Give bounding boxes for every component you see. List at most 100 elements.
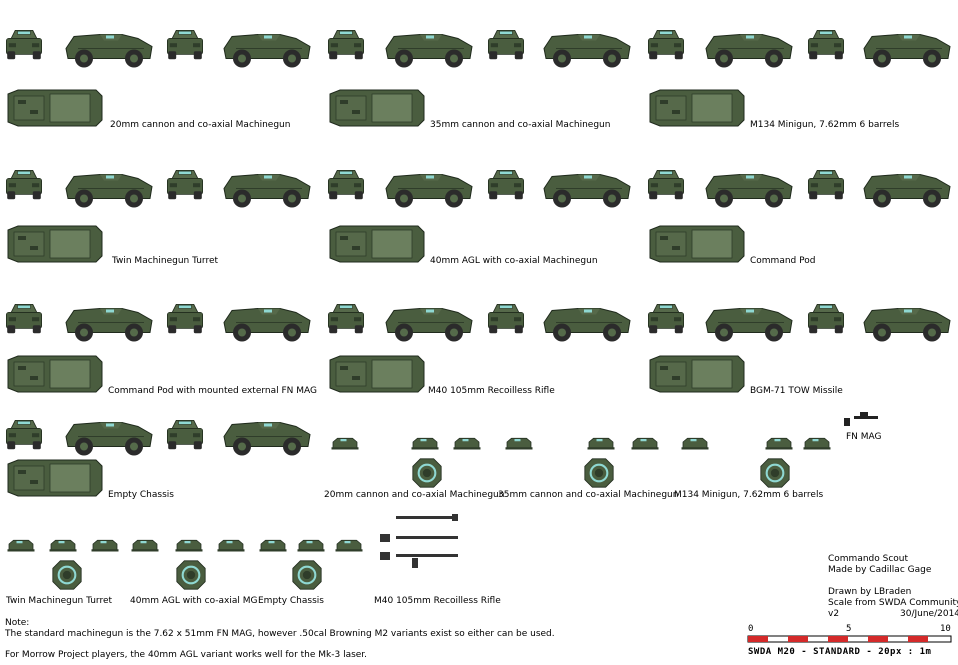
turret-side-icon: [296, 538, 326, 553]
turret-side-icon: [764, 436, 794, 451]
fn-mag-icon: [844, 412, 878, 426]
small-label: M40 105mm Recoilless Rifle: [374, 596, 501, 606]
turret-side-icon: [452, 436, 482, 451]
vehicle-rear-view: [165, 412, 205, 452]
variant-label: 20mm cannon and co-axial Machinegun: [110, 120, 291, 130]
note-line-2: For Morrow Project players, the 40mm AGL…: [5, 650, 368, 660]
vehicle-top-view: [326, 224, 426, 264]
scale-tick-0: 0: [748, 624, 754, 634]
vehicle-front-view: [4, 162, 44, 202]
recoilless-rifle-icon: [380, 514, 458, 568]
info-version: v2: [828, 609, 840, 619]
turret-side-icon: [330, 436, 360, 451]
turret-top-icon: [584, 458, 614, 488]
variant-label: M40 105mm Recoilless Rifle: [428, 386, 555, 396]
vehicle-rear-view: [165, 22, 205, 62]
scale-caption: SWDA M20 - STANDARD - 20px : 1m: [748, 647, 932, 657]
info-scale-from: Scale from SWDA Community: [828, 598, 958, 608]
vehicle-front-view: [646, 162, 686, 202]
vehicle-side-view: [384, 296, 474, 346]
vehicle-side-view: [862, 296, 952, 346]
vehicle-side-view: [704, 162, 794, 212]
info-maker: Made by Cadillac Gage: [828, 565, 932, 575]
vehicle-side-view: [64, 410, 154, 460]
turret-top-icon: [52, 560, 82, 590]
vehicle-front-view: [646, 22, 686, 62]
vehicle-top-view: [646, 224, 746, 264]
variant-label: Empty Chassis: [108, 490, 174, 500]
vehicle-side-view: [862, 162, 952, 212]
small-label: 40mm AGL with co-axial MG: [130, 596, 258, 606]
vehicle-side-view: [542, 22, 632, 72]
vehicle-top-view: [4, 88, 104, 128]
vehicle-front-view: [326, 296, 366, 336]
small-label: 35mm cannon and co-axial Machinegun: [498, 490, 679, 500]
info-date: 30/June/2014: [900, 609, 958, 619]
turret-top-icon: [176, 560, 206, 590]
turret-side-icon: [48, 538, 78, 553]
info-title: Commando Scout: [828, 554, 909, 564]
scale-bar: [747, 635, 952, 643]
vehicle-rear-view: [165, 162, 205, 202]
vehicle-side-view: [542, 296, 632, 346]
vehicle-side-view: [222, 22, 312, 72]
vehicle-rear-view: [806, 22, 846, 62]
turret-side-icon: [334, 538, 364, 553]
turret-top-icon: [412, 458, 442, 488]
vehicle-side-view: [222, 296, 312, 346]
turret-side-icon: [680, 436, 710, 451]
turret-side-icon: [174, 538, 204, 553]
vehicle-side-view: [64, 22, 154, 72]
vehicle-side-view: [222, 162, 312, 212]
vehicle-side-view: [704, 296, 794, 346]
turret-side-icon: [258, 538, 288, 553]
variant-label: 40mm AGL with co-axial Machinegun: [430, 256, 598, 266]
turret-top-icon: [292, 560, 322, 590]
vehicle-front-view: [4, 412, 44, 452]
small-label: Twin Machinegun Turret: [6, 596, 113, 606]
vehicle-front-view: [4, 22, 44, 62]
turret-side-icon: [630, 436, 660, 451]
turret-side-icon: [802, 436, 832, 451]
turret-top-icon: [760, 458, 790, 488]
vehicle-front-view: [646, 296, 686, 336]
vehicle-front-view: [326, 162, 366, 202]
vehicle-rear-view: [486, 296, 526, 336]
vehicle-side-view: [862, 22, 952, 72]
scale-tick-5: 5: [846, 624, 852, 634]
vehicle-side-view: [542, 162, 632, 212]
turret-side-icon: [410, 436, 440, 451]
variant-label: M134 Minigun, 7.62mm 6 barrels: [750, 120, 900, 130]
info-drawn-by: Drawn by LBraden: [828, 587, 912, 597]
note-line-1: The standard machinegun is the 7.62 x 51…: [5, 629, 555, 639]
small-label: M134 Minigun, 7.62mm 6 barrels: [674, 490, 824, 500]
turret-side-icon: [6, 538, 36, 553]
small-label: Empty Chassis: [258, 596, 324, 606]
turret-side-icon: [90, 538, 120, 553]
vehicle-top-view: [326, 88, 426, 128]
scale-tick-10: 10: [940, 624, 951, 634]
turret-side-icon: [586, 436, 616, 451]
variant-label: Twin Machinegun Turret: [112, 256, 219, 266]
vehicle-top-view: [326, 354, 426, 394]
vehicle-side-view: [64, 296, 154, 346]
fn-mag-label: FN MAG: [846, 432, 882, 442]
variant-label: Command Pod: [750, 256, 816, 266]
variant-label: BGM-71 TOW Missile: [750, 386, 843, 396]
turret-side-icon: [504, 436, 534, 451]
turret-side-icon: [216, 538, 246, 553]
vehicle-side-view: [384, 162, 474, 212]
vehicle-side-view: [64, 162, 154, 212]
vehicle-top-view: [646, 88, 746, 128]
vehicle-rear-view: [486, 162, 526, 202]
vehicle-front-view: [4, 296, 44, 336]
small-label: 20mm cannon and co-axial Machinegun: [324, 490, 505, 500]
vehicle-top-view: [4, 354, 104, 394]
turret-side-icon: [130, 538, 160, 553]
vehicle-rear-view: [486, 22, 526, 62]
vehicle-top-view: [4, 458, 104, 498]
vehicle-rear-view: [806, 296, 846, 336]
vehicle-rear-view: [165, 296, 205, 336]
vehicle-side-view: [384, 22, 474, 72]
note-heading: Note:: [5, 618, 30, 628]
